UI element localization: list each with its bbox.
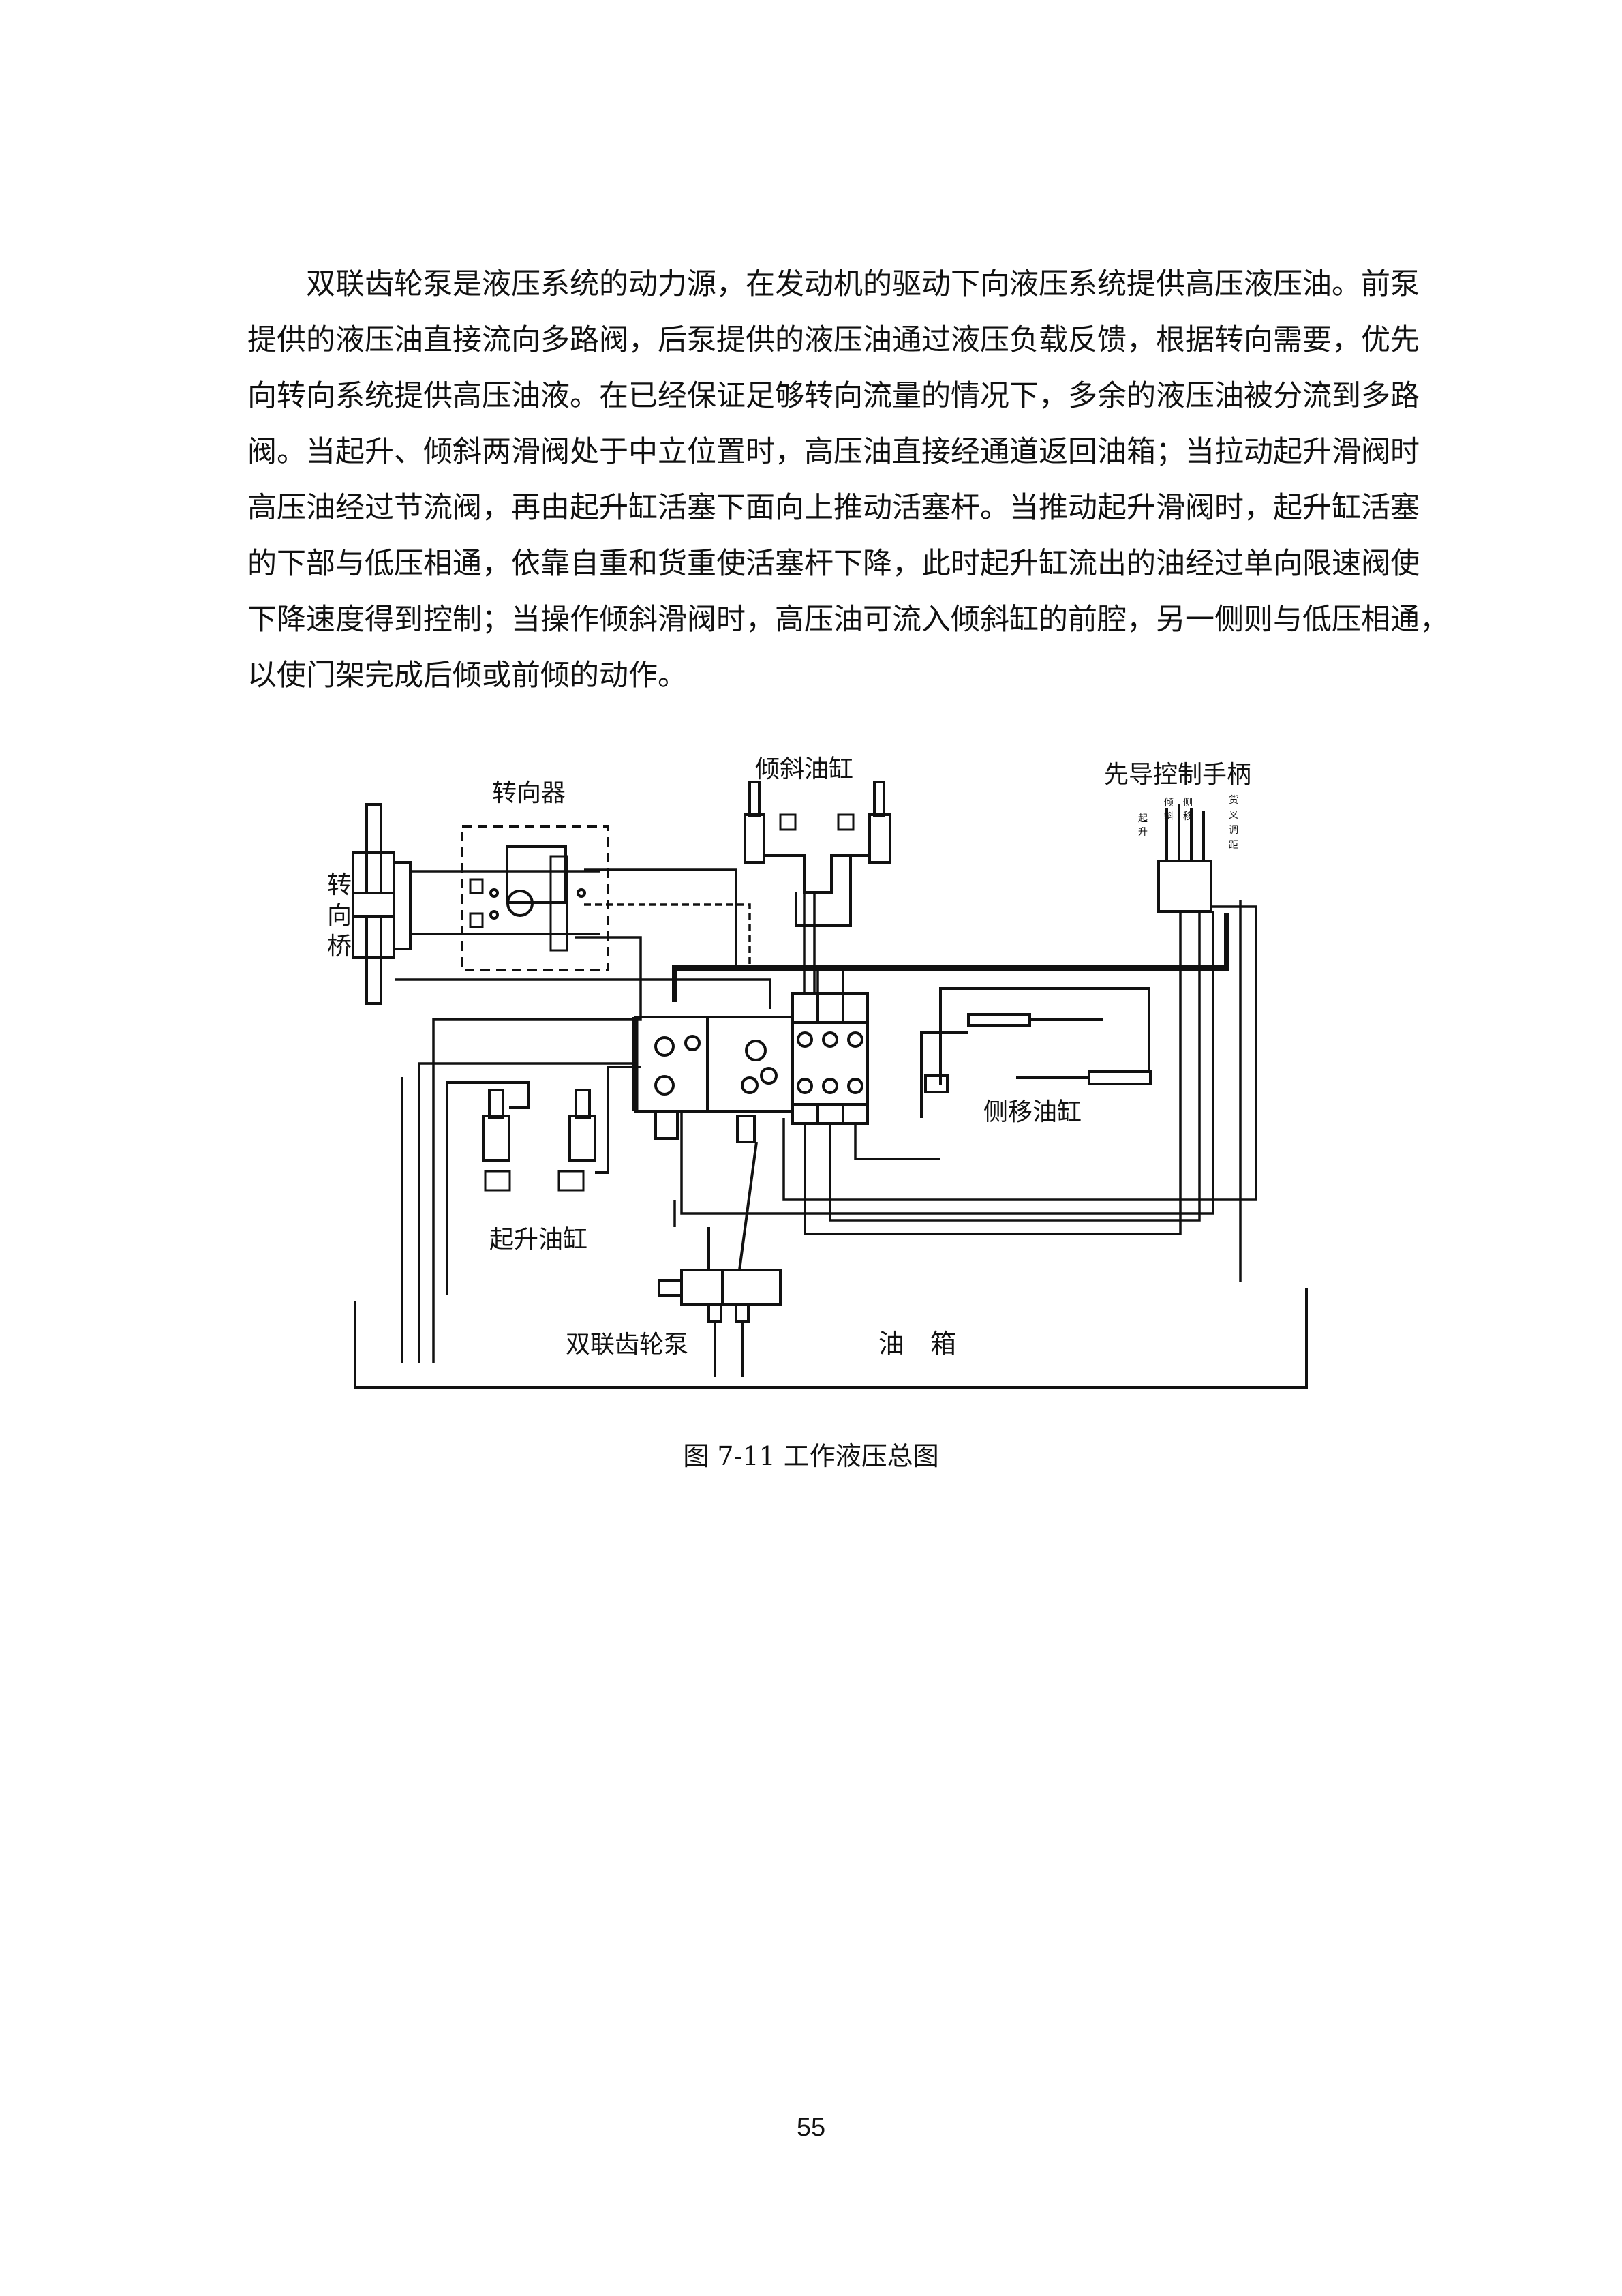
pilot-fork-label: 叉 [1229, 810, 1238, 821]
paragraph-line: 向转向系统提供高压油液。在已经保证足够转向流量的情况下，多余的液压油被分流到多路 [247, 379, 1420, 413]
steering-axle-cylinder [352, 803, 412, 1005]
pilot-tilt-label: 倾 [1164, 798, 1174, 809]
figure-caption: 图 7-11 工作液压总图 [683, 1441, 939, 1471]
lift-cylinder-label: 起升油缸 [489, 1226, 587, 1254]
paragraph-line: 高压油经过节流阀，再由起升缸活塞下面向上推动活塞杆。当推动起升滑阀时，起升缸活塞 [247, 491, 1420, 525]
paragraph-line: 阀。当起升、倾斜两滑阀处于中立位置时，高压油直接经通道返回油箱；当拉动起升滑阀时 [247, 435, 1420, 469]
pilot-fork-label: 距 [1229, 840, 1238, 851]
gear-pump-label: 双联齿轮泵 [566, 1331, 688, 1359]
side-shift-cylinders [920, 987, 1152, 1118]
steering-unit [461, 825, 609, 971]
paragraph-line: 双联齿轮泵是液压系统的动力源，在发动机的驱动下向液压系统提供高压液压油。前泵 [306, 267, 1420, 301]
page-number: 55 [796, 2113, 826, 2142]
lift-cylinders [446, 1066, 641, 1295]
pilot-tilt-label: 斜 [1164, 811, 1174, 822]
pilot-fork-label: 货 [1229, 794, 1238, 806]
body-paragraph: 双联齿轮泵是液压系统的动力源，在发动机的驱动下向液压系统提供高压液压油。前泵 提… [247, 256, 1449, 704]
pilot-lift-label: 升 [1138, 827, 1148, 838]
multiway-valve [632, 992, 869, 1143]
steering-unit-label: 转向器 [492, 779, 566, 807]
pilot-shift-label: 移 [1183, 811, 1193, 822]
tilt-cylinder-label: 倾斜油缸 [755, 755, 853, 783]
pilot-handle-label: 先导控制手柄 [1104, 761, 1251, 789]
oil-tank [354, 1288, 1308, 1389]
tilt-cylinders [744, 781, 891, 927]
paragraph-line: 的下部与低压相通，依靠自重和货重使活塞杆下降，此时起升缸流出的油经过单向限速阀使 [247, 547, 1420, 581]
steering-axle-label: 转 [327, 871, 352, 899]
pipelines [395, 868, 1257, 1363]
pilot-lift-label: 起 [1138, 813, 1148, 824]
steering-axle-label: 向 [327, 902, 352, 930]
oil-tank-label: 油 箱 [878, 1329, 956, 1359]
pilot-control-handles [1157, 804, 1212, 913]
pilot-fork-label: 调 [1229, 825, 1238, 836]
double-gear-pump [658, 1141, 782, 1377]
steering-axle-label: 桥 [327, 933, 352, 961]
paragraph-line: 以使门架完成后倾或前倾的动作。 [247, 659, 687, 693]
hydraulic-diagram: 转 向 桥 转向器 倾斜油缸 [327, 755, 1308, 1389]
paragraph-line: 下降速度得到控制；当操作倾斜滑阀时，高压油可流入倾斜缸的前腔，另一侧则与低压相通… [247, 603, 1449, 637]
side-shift-cylinder-label: 侧移油缸 [983, 1098, 1082, 1126]
pilot-shift-label: 侧 [1183, 798, 1193, 809]
paragraph-line: 提供的液压油直接流向多路阀，后泵提供的液压油通过液压负载反馈，根据转向需要，优先 [247, 323, 1420, 357]
